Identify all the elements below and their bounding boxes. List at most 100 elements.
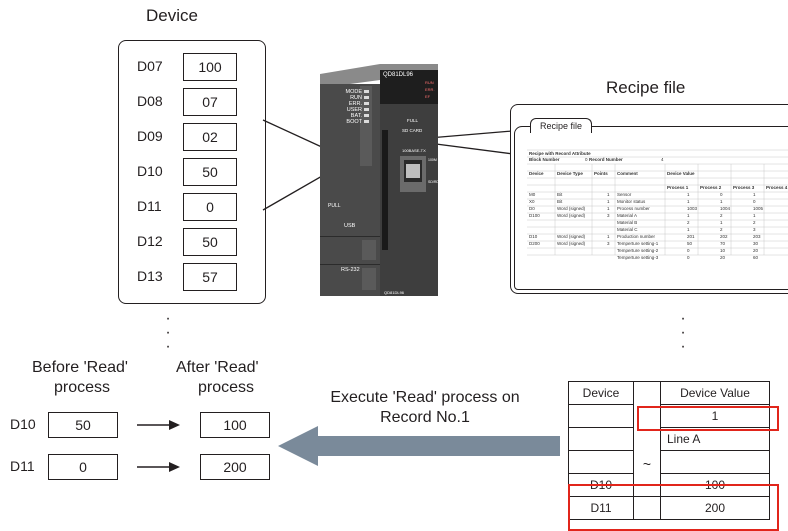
sheet-cell: 3 [607,241,610,246]
sheet-cell: 1004 [720,206,731,211]
sheet-cell: 1 [607,192,610,197]
sheet-cell: Word (signed) [557,213,586,218]
rs232-label: RS-232 [341,267,360,273]
sheet-cell: X0 [529,199,535,204]
led-ef: EF [425,94,431,99]
led-run: RUN [425,80,434,85]
after-label-1: After 'Read' [176,359,259,376]
sheet-cell: M0 [529,192,536,197]
sheet-cell: 1 [720,220,723,225]
sheet-cell: Process number [617,206,650,211]
sheet-cell: Bit [557,192,563,197]
sheet-cell: D100 [529,213,540,218]
sheet-cell: D10 [529,234,538,239]
device-name: D07 [137,58,163,74]
device-panel: D07 100 D08 07 D09 02 D10 50 D11 0 D12 5… [118,40,266,304]
sheet-cell: 1 [687,227,690,232]
sheet-line1: Recipe with Record Attribute [529,151,591,156]
highlight-record [637,406,779,431]
sheet-header: Device Type [557,171,583,176]
device-title: Device [146,6,198,25]
sheet-cell: Temperture setting-3 [617,255,659,260]
recipe-tab: Recipe file [530,118,592,133]
sheet-cell: 2 [687,220,690,225]
execute-caption-line1: Execute 'Read' process on [330,389,520,406]
side-label: SD/RD [428,180,439,184]
sheet-cell: 1 [687,213,690,218]
before-label-1: Before 'Read' [32,359,128,376]
device-value: 57 [183,263,237,291]
sheet-cell: Temperture setting-2 [617,248,659,253]
sheet-cell: 1 [753,213,756,218]
recipe-sheet-grid [527,149,788,256]
sheet-cell: 1 [607,234,610,239]
execute-caption-line2: Record No.1 [380,409,470,426]
after-label-2: process [198,379,255,396]
highlight-devices [568,484,779,531]
device-value: 0 [183,193,237,221]
device-value: 50 [183,158,237,186]
sheet-cell: 1 [687,192,690,197]
sheet-cell: Word (signed) [557,206,586,211]
side-label: 100M [428,158,437,162]
sheet-cell: 1 [607,199,610,204]
sd-card-label: SD CARD [402,128,423,133]
after-value: 100 [200,412,270,438]
execute-arrow [278,426,560,466]
device-name: D13 [137,268,163,284]
sheet-cell: 1003 [687,206,698,211]
recipe-title: Recipe file [606,78,686,97]
sheet-cell: Word (signed) [557,241,586,246]
table-device: D11 [568,496,634,520]
led-err: ERR. [425,87,435,92]
rw-device-name: D10 [10,416,36,432]
module-model: QD81DL96 [383,72,414,78]
sheet-cell: Bit [557,199,563,204]
sheet-process-header: Process 3 [733,185,755,190]
before-value: 50 [48,412,118,438]
record-number: 1 [660,404,770,428]
table-header-device: Device [568,381,634,405]
sheet-line2a: Block Number [529,157,560,162]
ellipsis-dots: ··· [680,310,686,355]
after-value: 200 [200,454,270,480]
sheet-cell: Monitor status [617,199,646,204]
sheet-process-header: Process 1 [667,185,689,190]
status-label: ERR. [348,101,362,107]
status-label: MODE [345,89,363,95]
sheet-cell: 50 [687,241,693,246]
sheet-cell: Word (signed) [557,234,586,239]
bottom-label: QD81DL96 [384,290,405,295]
sheet-process-header: Process 4 [766,185,788,190]
sheet-cell: 20 [720,255,726,260]
sheet-cell: 202 [720,234,728,239]
recipe-sheet: Recipe with Record Attribute Block Numbe… [527,142,788,260]
sheet-cell: 203 [753,234,761,239]
sheet-cell: 30 [753,241,759,246]
sheet-cell: 70 [720,241,726,246]
sheet-cell: Material B [617,220,638,225]
sheet-line2c: Record Number [589,157,623,162]
device-name: D10 [137,163,163,179]
sheet-header: Device Value [667,171,695,176]
device-value: 100 [183,53,237,81]
device-name: D09 [137,128,163,144]
sheet-cell: D200 [529,241,540,246]
sheet-cell: 2 [720,227,723,232]
sheet-cell: Production number [617,234,656,239]
sheet-header: Points [594,171,608,176]
device-value: 07 [183,88,237,116]
ethernet-label: 100BASE-TX [402,148,426,153]
sheet-process-header: Process 2 [700,185,722,190]
ellipsis-dots: ··· [165,310,171,355]
sheet-header: Comment [617,171,638,176]
table-header-value: Device Value [660,381,770,405]
usb-label: USB [344,223,356,229]
sheet-header: Device [529,171,544,176]
before-value: 0 [48,454,118,480]
sheet-cell: Material C [617,227,638,232]
sheet-cell: Temperture setting-1 [617,241,659,246]
sheet-cell: 3 [753,227,756,232]
status-label: BOOT [346,119,362,125]
